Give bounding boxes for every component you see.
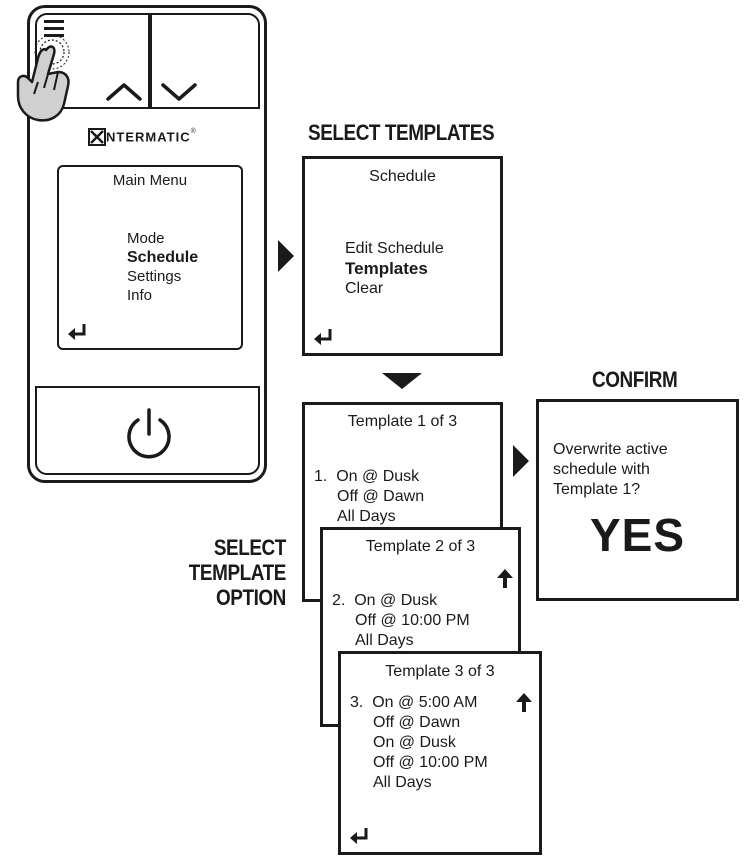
- confirm-line-3: Template 1?: [553, 481, 641, 498]
- arrow-right-1: [278, 240, 294, 272]
- menu-item-schedule[interactable]: Schedule: [127, 249, 199, 266]
- timer-device: NTERMATIC® Main Menu Mode Schedule Setti…: [16, 5, 267, 483]
- template-3-line-4: Off @ 10:00 PM: [373, 754, 488, 771]
- item-clear[interactable]: Clear: [345, 280, 384, 297]
- down-chevron-icon: [161, 83, 197, 101]
- template-3-line-5: All Days: [373, 774, 432, 791]
- confirm-screen: Overwrite active schedule with Template …: [536, 399, 739, 601]
- schedule-screen: Schedule Edit Schedule Templates Clear: [302, 156, 503, 356]
- arrow-right-2: [513, 445, 529, 477]
- item-edit-schedule[interactable]: Edit Schedule: [345, 240, 444, 257]
- template-1-title: Template 1 of 3: [347, 413, 458, 430]
- schedule-list: Edit Schedule Templates Clear: [345, 239, 444, 299]
- down-button[interactable]: [150, 13, 260, 109]
- enter-icon[interactable]: [67, 322, 89, 342]
- up-chevron-icon: [106, 83, 142, 101]
- confirm-line-1: Overwrite active: [553, 441, 668, 458]
- arrow-down: [382, 373, 422, 389]
- template-3-screen: Template 3 of 3 3. On @ 5:00 AM Off @ Da…: [338, 651, 542, 855]
- hand-pointer-icon: [16, 34, 70, 122]
- confirm-message: Overwrite active schedule with Template …: [553, 440, 668, 500]
- main-menu-list: Mode Schedule Settings Info: [127, 229, 198, 305]
- template-1-line-1: 1. On @ Dusk: [314, 468, 420, 485]
- main-menu-display: Main Menu Mode Schedule Settings Info: [57, 165, 243, 350]
- menu-item-settings[interactable]: Settings: [127, 268, 182, 285]
- template-2-line-2: Off @ 10:00 PM: [355, 612, 470, 629]
- menu-item-info[interactable]: Info: [127, 287, 153, 304]
- template-3-line-1: 3. On @ 5:00 AM: [350, 694, 478, 711]
- template-3-line-2: Off @ Dawn: [373, 714, 461, 731]
- confirm-yes[interactable]: YES: [589, 509, 686, 561]
- schedule-title: Schedule: [369, 168, 436, 185]
- enter-icon[interactable]: [313, 327, 335, 347]
- label-confirm: CONFIRM: [592, 367, 678, 392]
- confirm-line-2: schedule with: [553, 461, 650, 478]
- template-1-line-2: Off @ Dawn: [337, 488, 425, 505]
- power-button[interactable]: [35, 386, 260, 475]
- template-2-line-1: 2. On @ Dusk: [332, 592, 438, 609]
- template-1-line-3: All Days: [337, 508, 396, 525]
- label-select-template-option: SELECT TEMPLATE OPTION: [188, 535, 287, 610]
- up-arrow-icon[interactable]: [514, 692, 534, 714]
- brand-logo: NTERMATIC®: [88, 128, 196, 146]
- label-select-templates: SELECT TEMPLATES: [308, 120, 495, 145]
- brand-name: NTERMATIC: [106, 129, 191, 145]
- template-2-line-3: All Days: [355, 632, 414, 649]
- item-templates[interactable]: Templates: [345, 259, 428, 278]
- intermatic-x-icon: [88, 128, 106, 146]
- main-menu-title: Main Menu: [112, 172, 188, 189]
- template-3-title: Template 3 of 3: [385, 663, 495, 680]
- up-arrow-icon[interactable]: [495, 568, 515, 590]
- menu-item-mode[interactable]: Mode: [127, 230, 165, 247]
- template-3-line-3: On @ Dusk: [373, 734, 456, 751]
- power-icon: [127, 408, 171, 459]
- template-2-title: Template 2 of 3: [365, 538, 476, 555]
- enter-icon[interactable]: [349, 826, 371, 846]
